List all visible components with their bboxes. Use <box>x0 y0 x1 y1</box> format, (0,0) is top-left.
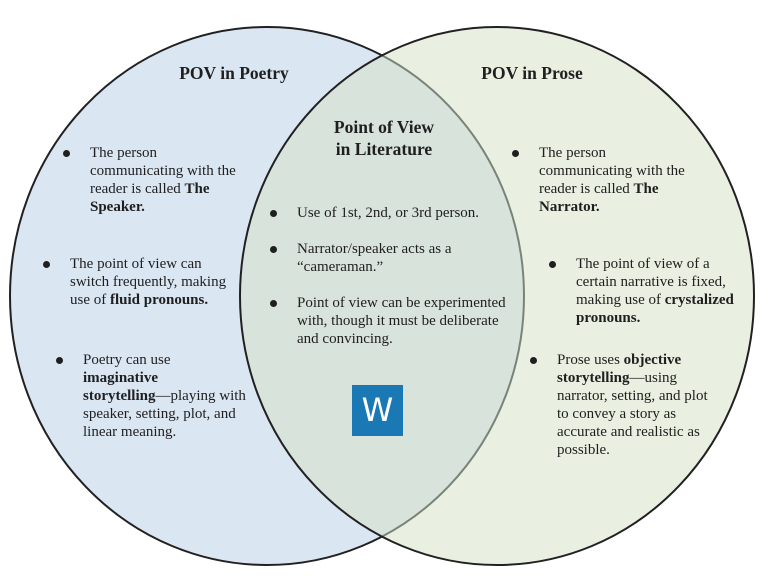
center-title: Point of View in Literature <box>333 117 435 159</box>
bullet-text: The point of view can switch frequently,… <box>70 255 226 309</box>
prose-circle-outline <box>239 26 755 566</box>
prose-bullet-2: The point of view of a certain narrative… <box>549 255 734 327</box>
bullet-icon <box>270 210 277 217</box>
bullet-icon <box>530 357 537 364</box>
text-segment: —playing with speaker, setting, plot, an… <box>83 388 246 440</box>
poetry-title: POV in Poetry <box>179 63 289 83</box>
text-segment: crystalized pronouns. <box>576 292 734 326</box>
center-bullet-3: Point of view can be experimented with, … <box>270 294 506 348</box>
text-segment: imaginative storytelling <box>83 370 158 404</box>
bullet-text: Poetry can use imaginative storytelling—… <box>83 351 246 441</box>
text-segment: The Narrator. <box>539 181 659 215</box>
text-segment: Narrator/speaker acts as a “cameraman.” <box>297 241 452 275</box>
poetry-bullet-2: The point of view can switch frequently,… <box>43 255 226 309</box>
bullet-icon <box>512 150 519 157</box>
center-bullet-1: Use of 1st, 2nd, or 3rd person. <box>270 204 479 222</box>
text-segment: —using narrator, setting, and plot to co… <box>557 370 708 458</box>
bullet-icon <box>43 261 50 268</box>
bullet-icon <box>270 300 277 307</box>
bullet-icon <box>270 246 277 253</box>
w-logo: W <box>352 385 403 436</box>
w-logo-letter: W <box>361 391 394 429</box>
text-segment: fluid pronouns. <box>110 292 209 308</box>
text-segment: The Speaker. <box>90 181 210 215</box>
poetry-circle-inner-arc <box>240 27 525 565</box>
bullet-text: The person communicating with the reader… <box>90 144 236 216</box>
text-segment: Poetry can use <box>83 352 171 368</box>
text-segment: Use of 1st, 2nd, or 3rd person. <box>297 205 480 221</box>
center-bullet-2: Narrator/speaker acts as a “cameraman.” <box>270 240 452 276</box>
poetry-bullet-3: Poetry can use imaginative storytelling—… <box>56 351 246 441</box>
poetry-bullet-1: The person communicating with the reader… <box>63 144 236 216</box>
text-segment: The point of view can switch frequently,… <box>70 256 227 308</box>
bullet-icon <box>56 357 63 364</box>
text-segment: The point of view of a certain narrative… <box>576 256 726 308</box>
text-segment: The person communicating with the reader… <box>539 145 685 197</box>
bullet-text: Narrator/speaker acts as a “cameraman.” <box>297 240 452 276</box>
prose-bullet-3: Prose uses objective storytelling—using … <box>530 351 708 459</box>
text-segment: Prose uses <box>557 352 624 368</box>
prose-bullet-1: The person communicating with the reader… <box>512 144 685 216</box>
bullet-text: Prose uses objective storytelling—using … <box>557 351 708 459</box>
bullet-icon <box>63 150 70 157</box>
text-segment: The person communicating with the reader… <box>90 145 236 197</box>
bullet-icon <box>549 261 556 268</box>
bullet-text: The point of view of a certain narrative… <box>576 255 734 327</box>
text-segment: objective storytelling <box>557 352 682 386</box>
bullet-text: Point of view can be experimented with, … <box>297 294 506 348</box>
bullet-text: Use of 1st, 2nd, or 3rd person. <box>297 204 479 222</box>
bullet-text: The person communicating with the reader… <box>539 144 685 216</box>
text-segment: Point of view can be experimented with, … <box>297 295 506 347</box>
prose-title: POV in Prose <box>481 63 583 83</box>
